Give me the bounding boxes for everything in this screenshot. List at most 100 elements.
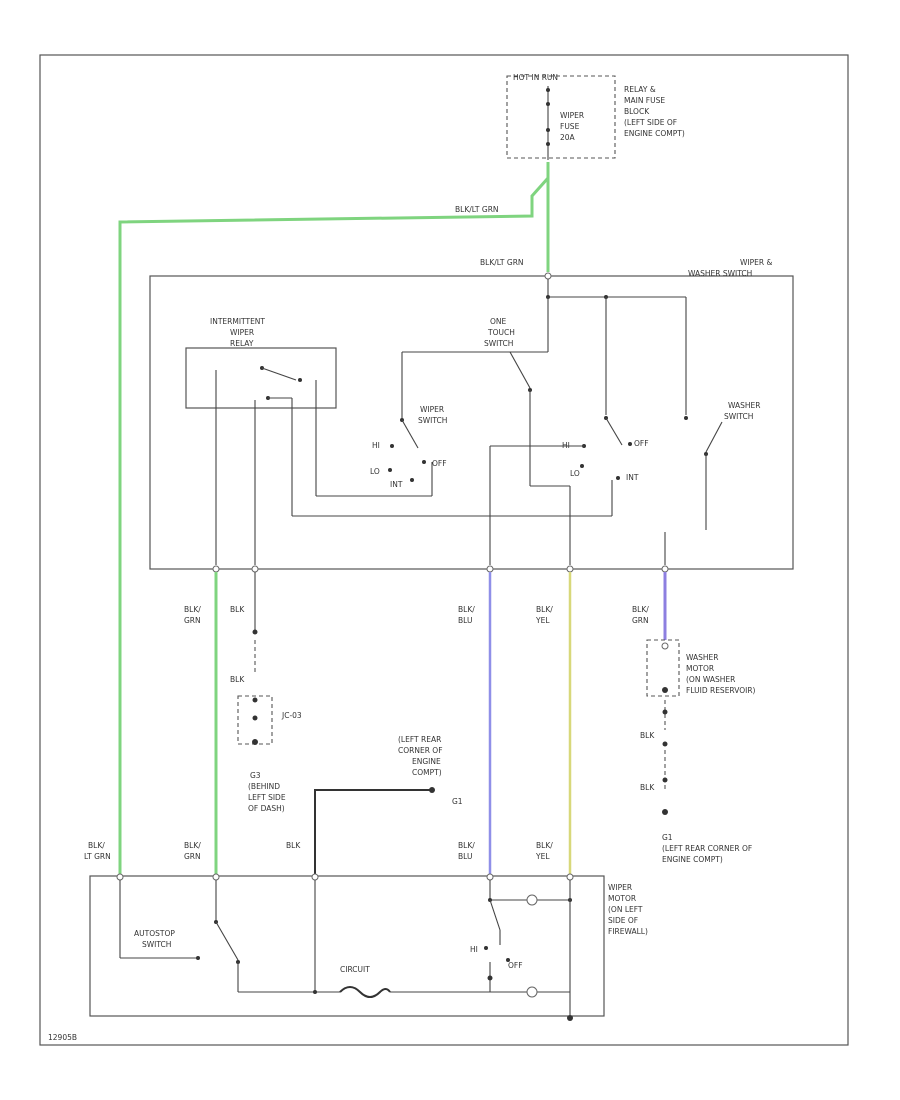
bottom-label-blk-yel: BLK/ YEL — [535, 841, 553, 861]
motor-hi-label: HI — [470, 945, 478, 954]
svg-text:(ON LEFT: (ON LEFT — [608, 905, 643, 914]
svg-text:MAIN FUSE: MAIN FUSE — [624, 96, 665, 105]
svg-text:GRN: GRN — [184, 616, 201, 625]
svg-text:BLK/: BLK/ — [184, 605, 201, 614]
diagram-frame — [39, 54, 849, 1046]
svg-text:ENGINE COMPT): ENGINE COMPT) — [662, 855, 723, 864]
svg-text:GRN: GRN — [184, 852, 201, 861]
svg-text:YEL: YEL — [535, 852, 550, 861]
left-rear-corner-label: (LEFT REAR CORNER OF ENGINE COMPT) — [398, 735, 443, 777]
autostop-switch-label: AUTOSTOP SWITCH — [134, 929, 175, 949]
svg-text:(ON WASHER: (ON WASHER — [686, 675, 735, 684]
wire-label-blk-2: BLK — [230, 675, 245, 684]
svg-text:SIDE OF: SIDE OF — [608, 916, 638, 925]
wiper-motor-label: WIPER MOTOR (ON LEFT SIDE OF FIREWALL) — [608, 883, 648, 936]
svg-text:TOUCH: TOUCH — [487, 328, 515, 337]
svg-text:LT GRN: LT GRN — [84, 852, 111, 861]
lo-label-2: LO — [570, 469, 580, 478]
wire-label-mid: BLK/LT GRN — [480, 258, 524, 267]
svg-text:ENGINE: ENGINE — [412, 757, 441, 766]
svg-text:BLOCK: BLOCK — [624, 107, 650, 116]
wire-label-blk-3: BLK — [640, 731, 655, 740]
svg-text:MOTOR: MOTOR — [686, 664, 714, 673]
bottom-label-blk: BLK — [286, 841, 301, 850]
svg-text:COMPT): COMPT) — [412, 768, 442, 777]
wire-label-blk-yel: BLK/ YEL — [535, 605, 553, 625]
svg-text:BLK/: BLK/ — [458, 841, 475, 850]
svg-text:BLK/: BLK/ — [536, 841, 553, 850]
svg-text:WIPER &: WIPER & — [740, 258, 772, 267]
off-label-1: OFF — [432, 459, 447, 468]
svg-text:(LEFT REAR CORNER OF: (LEFT REAR CORNER OF — [662, 844, 752, 853]
svg-text:BLK/: BLK/ — [536, 605, 553, 614]
relay-fuse-block — [506, 75, 616, 159]
svg-text:SWITCH: SWITCH — [142, 940, 171, 949]
jc-label: JC-03 — [281, 711, 302, 720]
wire-label-blk-grn-2: BLK/ GRN — [632, 605, 649, 625]
int-label-2: INT — [626, 473, 639, 482]
svg-text:LEFT SIDE: LEFT SIDE — [248, 793, 286, 802]
svg-text:GRN: GRN — [632, 616, 649, 625]
svg-text:BLK/: BLK/ — [88, 841, 105, 850]
svg-text:CORNER OF: CORNER OF — [398, 746, 443, 755]
svg-text:WASHER: WASHER — [686, 653, 719, 662]
svg-text:BLU: BLU — [458, 616, 472, 625]
wiper-fuse-label: WIPER FUSE 20A — [560, 111, 584, 142]
wiper-motor-box — [89, 875, 605, 1017]
g1-ground-label-b: G1 (LEFT REAR CORNER OF ENGINE COMPT) — [662, 833, 752, 864]
bottom-label-blk-blu: BLK/ BLU — [458, 841, 475, 861]
svg-text:WIPER: WIPER — [230, 328, 254, 337]
svg-text:ENGINE COMPT): ENGINE COMPT) — [624, 129, 685, 138]
wire-label-blk-blu: BLK/ BLU — [458, 605, 475, 625]
svg-text:FIREWALL): FIREWALL) — [608, 927, 648, 936]
svg-text:WIPER: WIPER — [560, 111, 584, 120]
bottom-label-blk-lt-grn: BLK/ LT GRN — [84, 841, 111, 861]
wire-label-blk-4: BLK — [640, 783, 655, 792]
hot-in-run-label: HOT IN RUN — [513, 73, 558, 82]
svg-text:YEL: YEL — [535, 616, 550, 625]
svg-text:AUTOSTOP: AUTOSTOP — [134, 929, 175, 938]
one-touch-switch-label: ONE TOUCH SWITCH — [484, 317, 515, 348]
motor-internal-c1 — [526, 894, 538, 906]
relay-block-label: RELAY & MAIN FUSE BLOCK (LEFT SIDE OF EN… — [624, 85, 685, 138]
svg-text:OF DASH): OF DASH) — [248, 804, 285, 813]
svg-text:WIPER: WIPER — [608, 883, 632, 892]
svg-text:WASHER: WASHER — [728, 401, 761, 410]
svg-text:FLUID RESERVOIR): FLUID RESERVOIR) — [686, 686, 756, 695]
wiper-washer-switch-label: WIPER & WASHER SWITCH — [688, 258, 772, 278]
svg-text:(LEFT SIDE OF: (LEFT SIDE OF — [624, 118, 677, 127]
bottom-label-blk-grn: BLK/ GRN — [184, 841, 201, 861]
svg-text:G1: G1 — [662, 833, 673, 842]
svg-text:BLK/: BLK/ — [184, 841, 201, 850]
svg-text:FUSE: FUSE — [560, 122, 580, 131]
intermittent-relay-box — [185, 347, 337, 409]
wiper-washer-switch-box — [149, 275, 794, 570]
washer-motor-label: WASHER MOTOR (ON WASHER FLUID RESERVOIR) — [686, 653, 756, 695]
svg-text:SWITCH: SWITCH — [418, 416, 447, 425]
g1-ground-label-a: G1 — [452, 797, 463, 806]
hi-label-1: HI — [372, 441, 380, 450]
int-label-1: INT — [390, 480, 403, 489]
svg-text:BLK/: BLK/ — [632, 605, 649, 614]
ground-wire-g1 — [314, 789, 432, 875]
svg-text:RELAY &: RELAY & — [624, 85, 656, 94]
svg-text:SWITCH: SWITCH — [724, 412, 753, 421]
intermittent-relay-label: INTERMITTENT WIPER RELAY — [210, 317, 265, 348]
svg-text:RELAY: RELAY — [230, 339, 254, 348]
svg-text:G3: G3 — [250, 771, 261, 780]
circuit-breaker — [339, 986, 391, 998]
svg-text:WIPER: WIPER — [420, 405, 444, 414]
diagram-code: 12905B — [48, 1033, 77, 1042]
wire-label-blk-1: BLK — [230, 605, 245, 614]
svg-text:BLU: BLU — [458, 852, 472, 861]
motor-internal-c2 — [526, 986, 538, 998]
svg-text:20A: 20A — [560, 133, 576, 142]
svg-text:SWITCH: SWITCH — [484, 339, 513, 348]
motor-off-label: OFF — [508, 961, 523, 970]
svg-text:WASHER SWITCH: WASHER SWITCH — [688, 269, 752, 278]
lo-label-1: LO — [370, 467, 380, 476]
svg-text:INTERMITTENT: INTERMITTENT — [210, 317, 265, 326]
wire-label-blk-grn: BLK/ GRN — [184, 605, 201, 625]
svg-text:ONE: ONE — [490, 317, 507, 326]
